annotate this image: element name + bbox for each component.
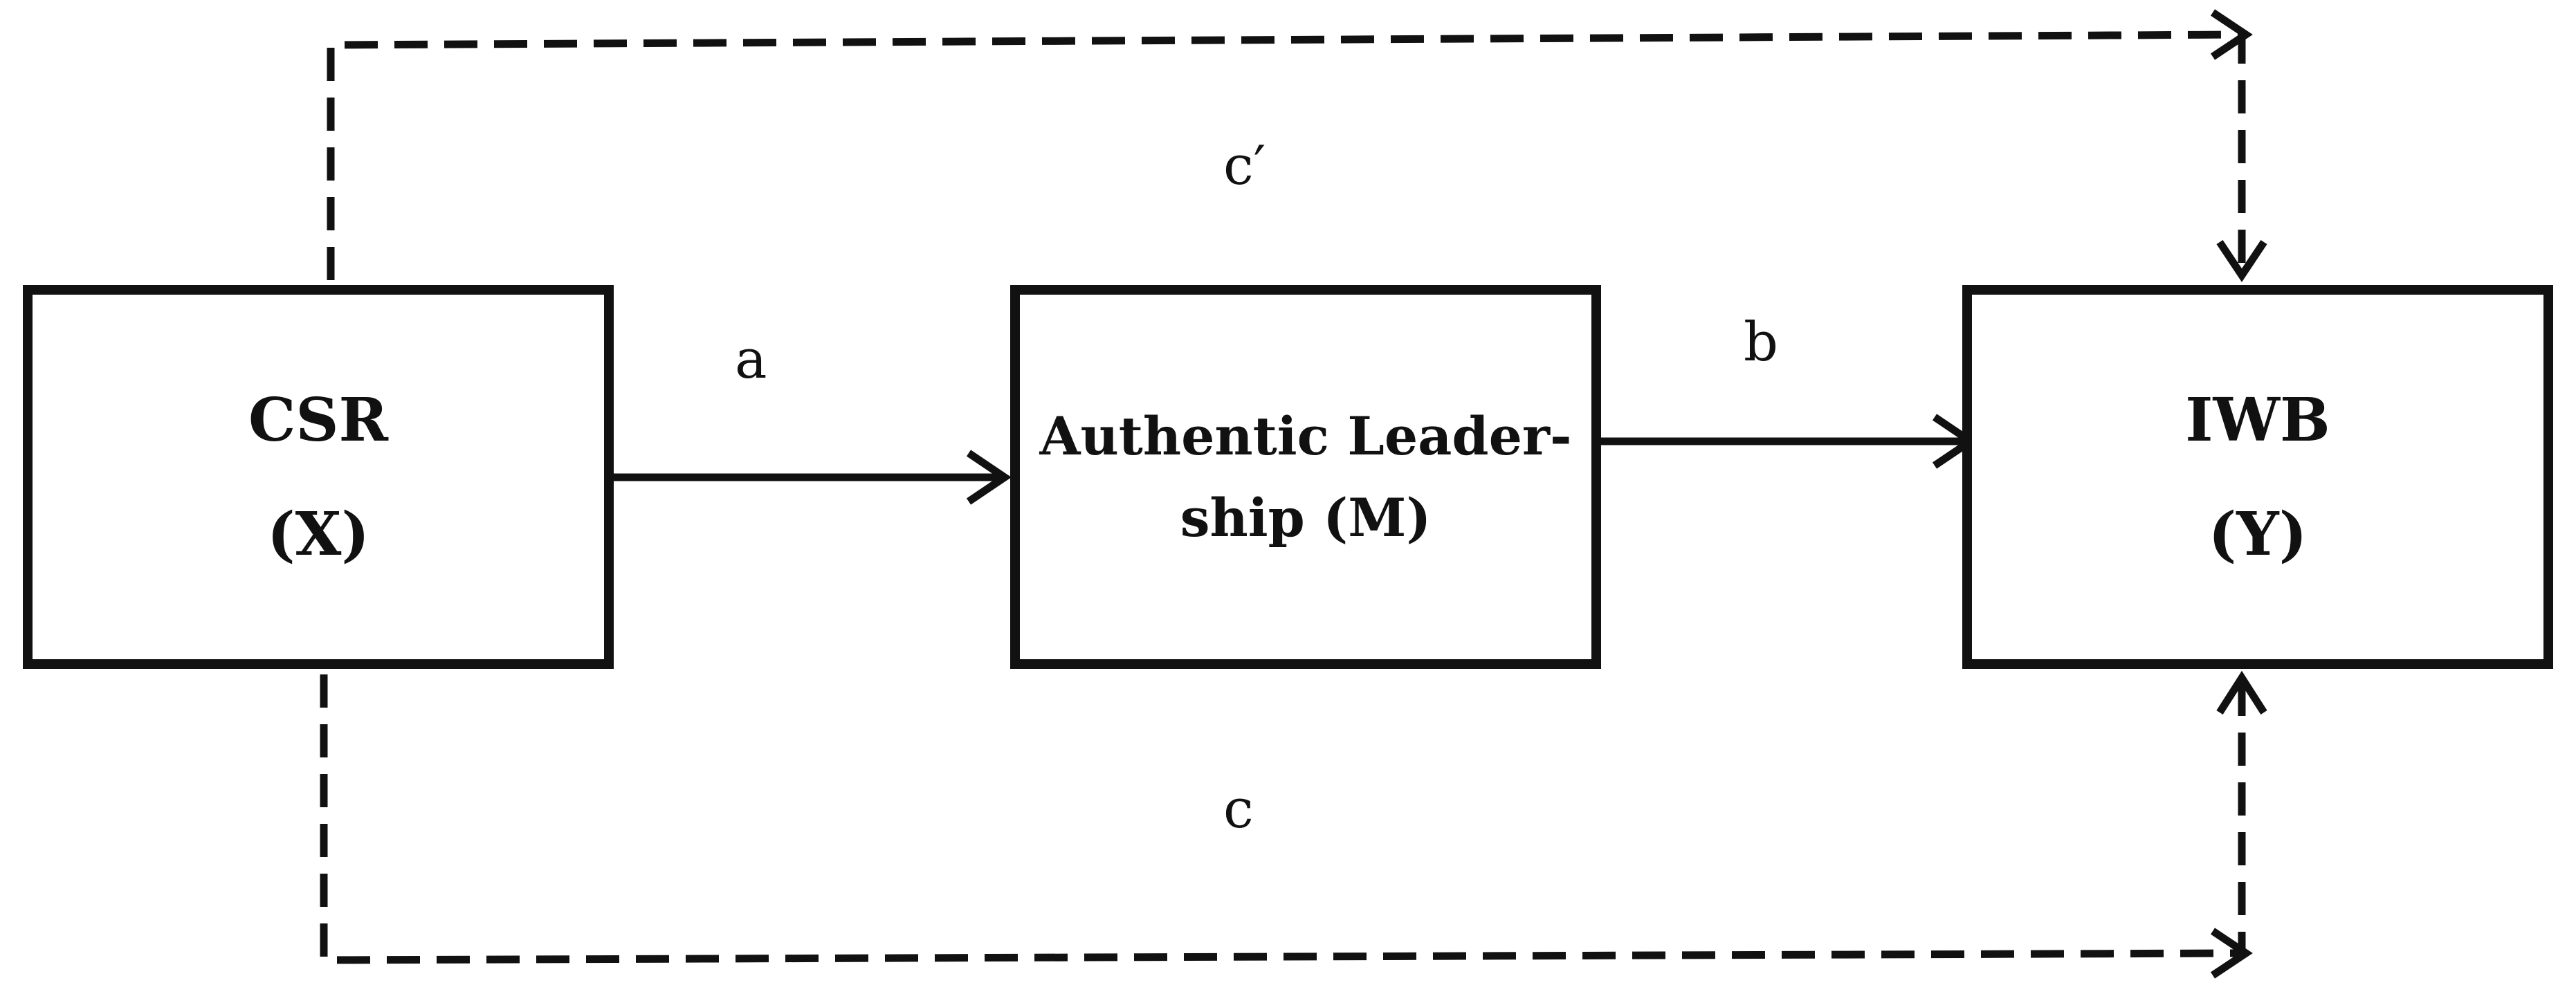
path-c-bottom-arrowhead <box>2210 928 2253 979</box>
path-c-prime-route <box>327 30 2246 280</box>
path-c-prime-top-arrowhead <box>2210 9 2253 60</box>
node-m-line1: Authentic Leader- <box>1039 405 1572 467</box>
path-c-prime-down-arrowhead <box>2216 239 2267 282</box>
path-c-route <box>320 674 2246 964</box>
node-authentic-leadership-m: Authentic Leader- ship (M) <box>1010 285 1601 669</box>
path-c-prime-label: c′ <box>1223 135 1266 197</box>
path-c-label: c <box>1223 778 1254 840</box>
node-csr-symbol: (X) <box>266 499 370 569</box>
path-c-up-arrowhead <box>2216 670 2267 715</box>
path-a-label: a <box>735 329 767 391</box>
node-csr-x: CSR (X) <box>23 285 614 669</box>
node-iwb-symbol: (Y) <box>2208 499 2308 569</box>
node-m-line2: ship (M) <box>1180 486 1432 549</box>
node-iwb-y: IWB (Y) <box>1962 285 2553 669</box>
node-iwb-name: IWB <box>2185 385 2330 455</box>
path-a-arrowhead <box>966 450 1012 505</box>
node-csr-name: CSR <box>248 385 389 455</box>
path-b-label: b <box>1744 311 1778 374</box>
